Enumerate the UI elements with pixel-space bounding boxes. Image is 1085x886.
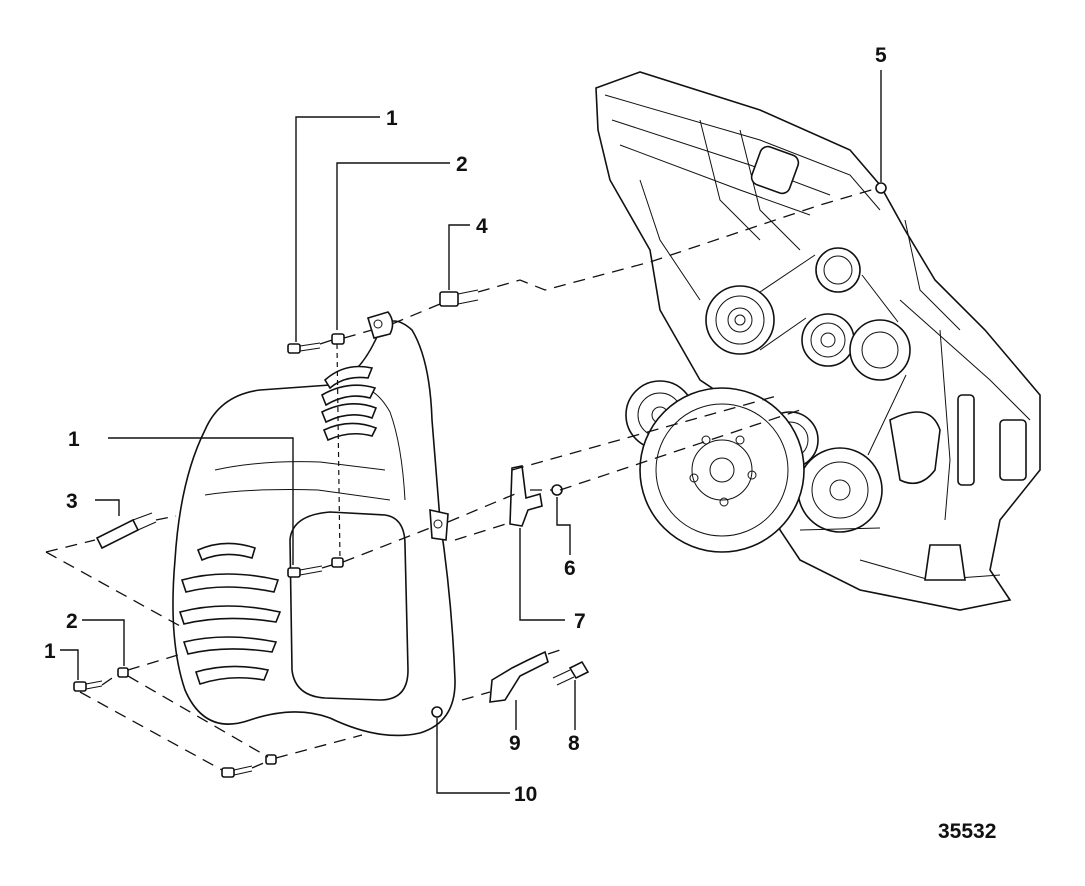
bushing-low	[117, 667, 129, 678]
water-pump-pulley	[797, 447, 883, 533]
callout-1-top: 1	[386, 107, 398, 130]
callout-3: 3	[66, 490, 78, 513]
callout-1-low: 1	[44, 640, 56, 663]
figure-number: 35532	[938, 820, 996, 843]
bracket-9	[489, 650, 549, 703]
tensioner-pulley	[801, 313, 855, 367]
callout-2-top: 2	[456, 153, 468, 176]
engine-assembly	[595, 71, 1041, 611]
belt-cover	[172, 311, 456, 737]
bracket-7	[509, 465, 543, 527]
callout-4: 4	[476, 215, 488, 238]
bolt-bottom	[221, 765, 253, 778]
nut-5	[875, 182, 887, 194]
callout-1-mid: 1	[68, 428, 80, 451]
bushing-top	[331, 333, 345, 345]
callout-8: 8	[568, 732, 580, 755]
alignment-lines	[45, 187, 879, 771]
callout-6: 6	[564, 557, 576, 580]
leader-lines	[60, 70, 882, 794]
pulley-upper-left	[705, 285, 775, 355]
bushing-mid	[331, 557, 344, 568]
callout-9: 9	[509, 732, 521, 755]
standoff-4	[439, 289, 479, 307]
bolt-mid	[287, 565, 323, 578]
pulley-upper-right	[815, 247, 861, 293]
bolt-8	[552, 660, 590, 686]
standoff-3	[95, 512, 157, 550]
bushing-bottom	[265, 754, 277, 765]
bolt-low	[73, 680, 103, 692]
alternator-pulley	[849, 319, 911, 381]
callout-7: 7	[574, 610, 586, 633]
bolt-top	[287, 342, 321, 354]
callout-2-low: 2	[66, 610, 78, 633]
callout-10: 10	[514, 783, 537, 806]
callout-5: 5	[875, 44, 887, 67]
crankshaft-pulley	[639, 387, 805, 553]
